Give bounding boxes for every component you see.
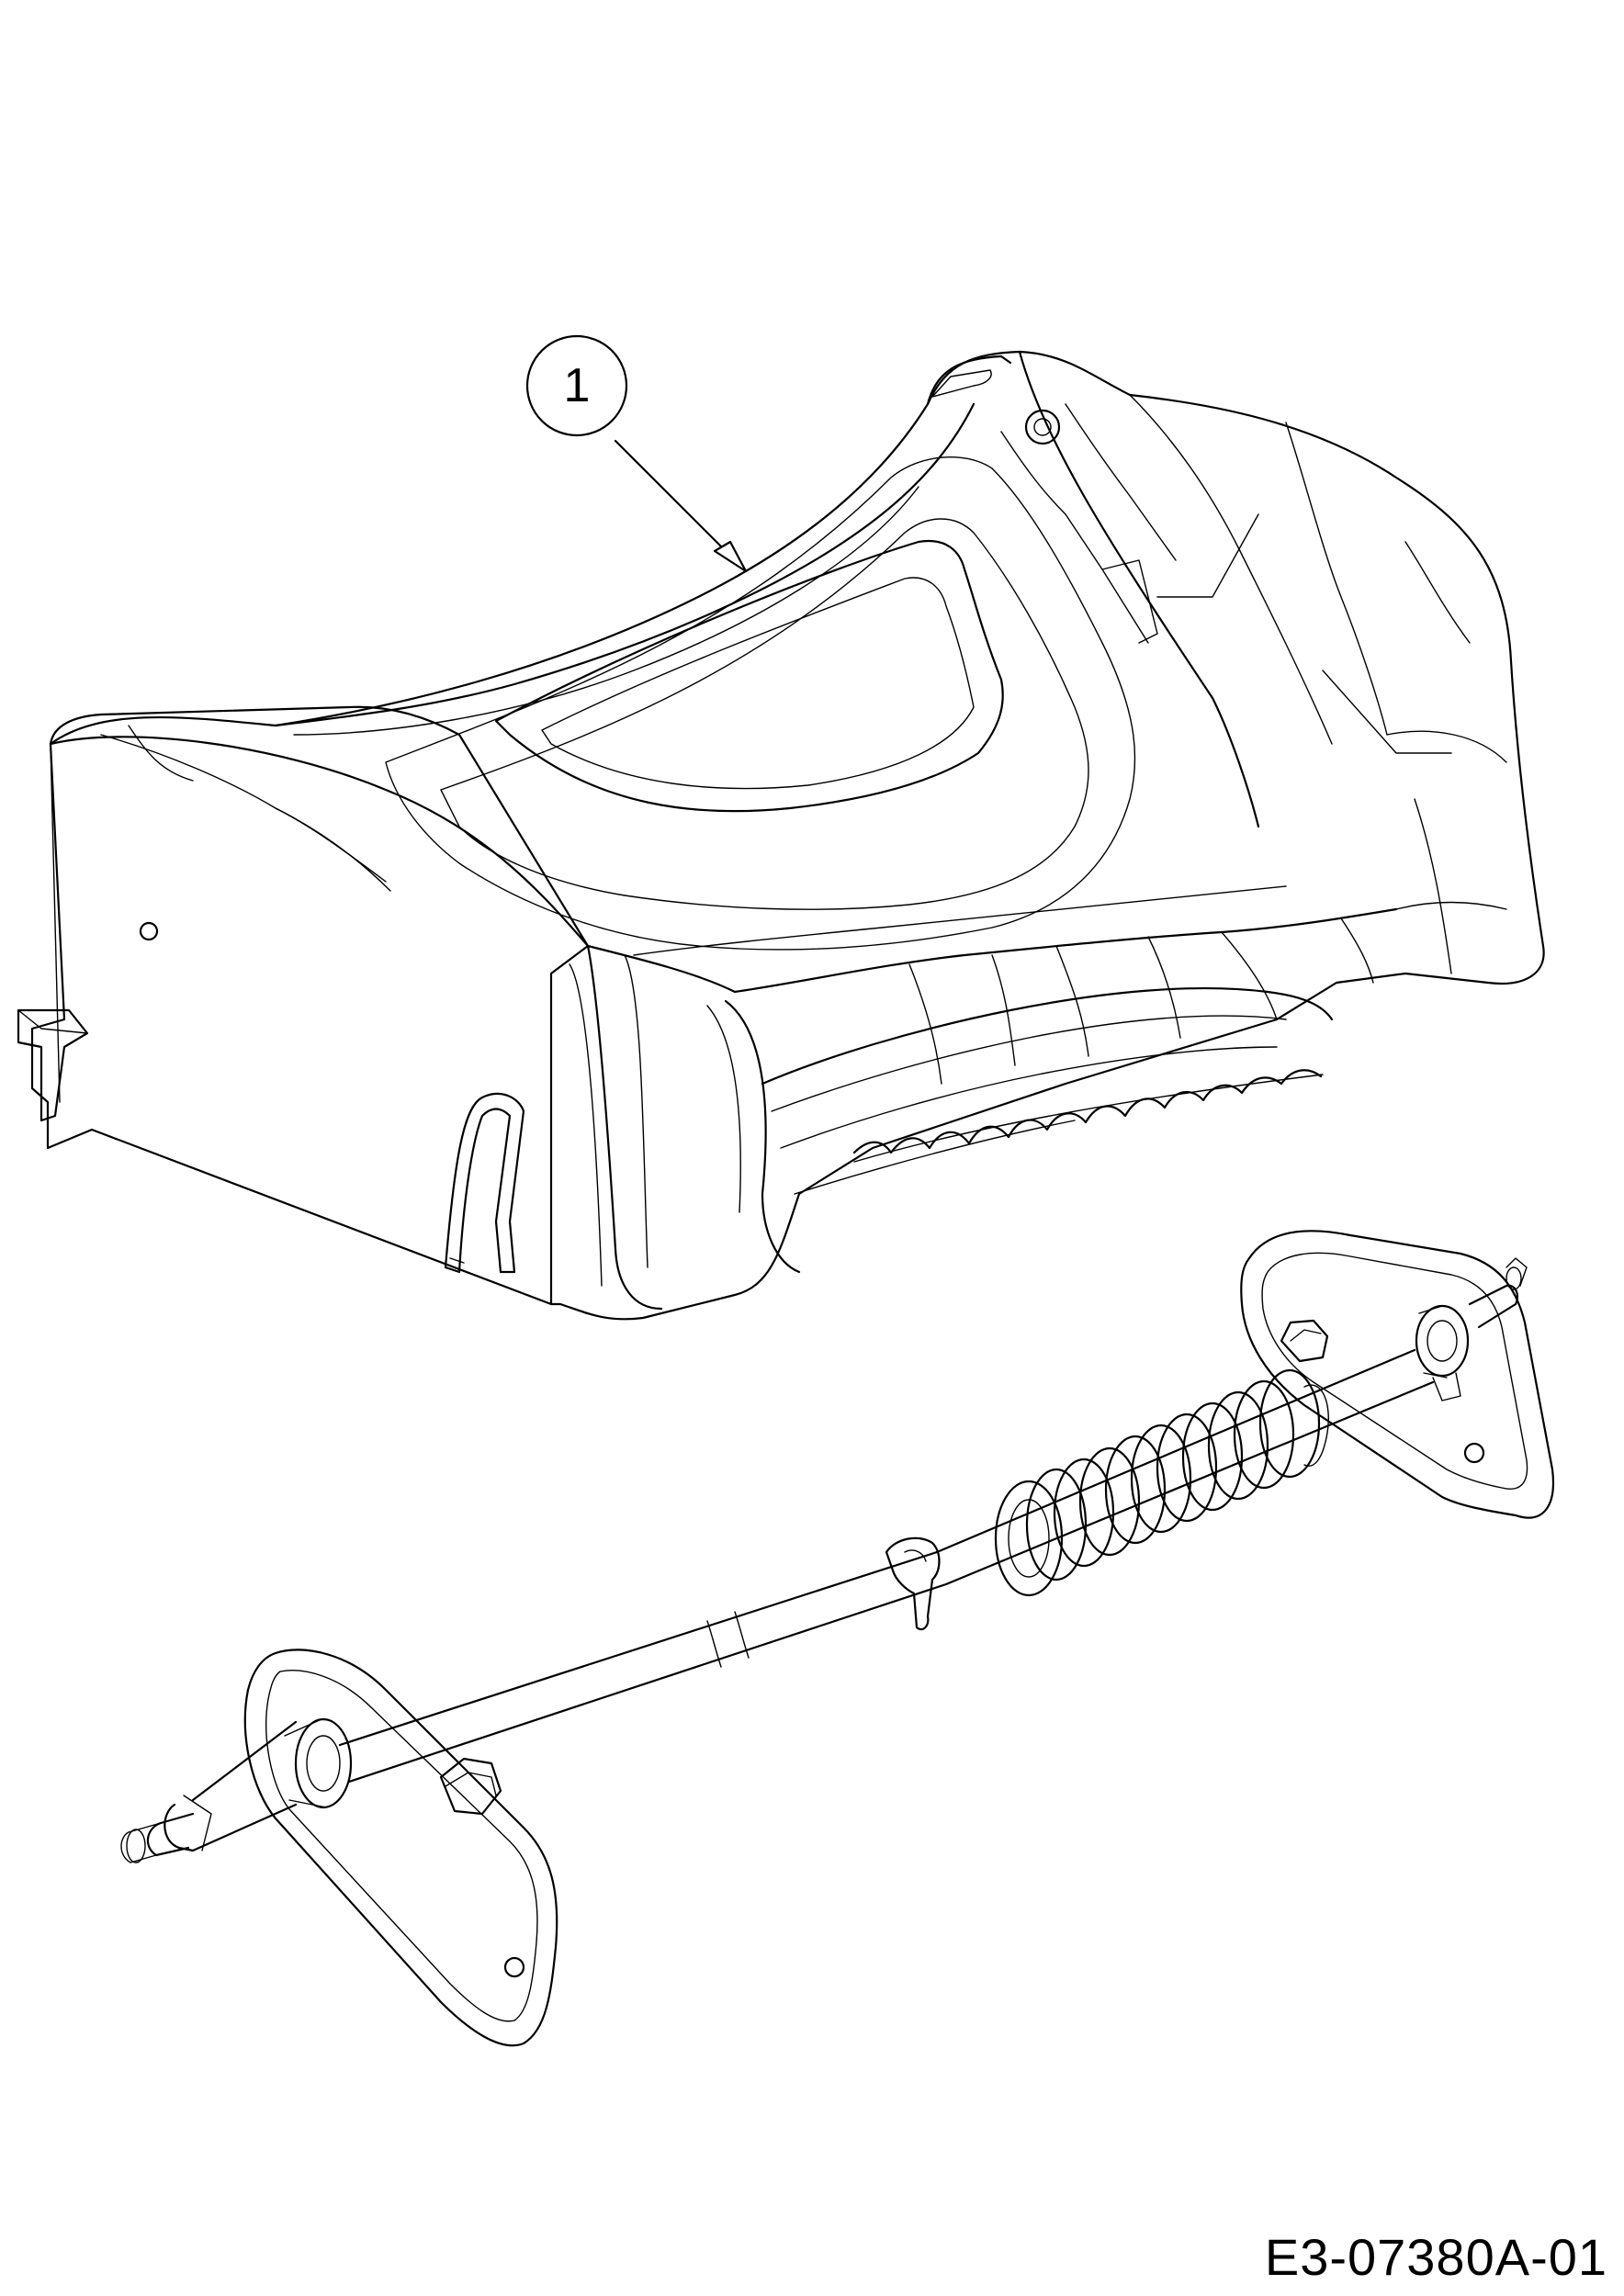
left-bracket-plate [243, 1649, 558, 2047]
cover-front-panel [586, 944, 663, 1311]
cover-hole-left [139, 921, 159, 941]
cover-vent-row [852, 1069, 1323, 1154]
main-rod [338, 1550, 948, 1784]
spring-rod-assembly [120, 1230, 1555, 2047]
right-axle-stub [1468, 1284, 1519, 1329]
left-bracket-hole [503, 1956, 525, 1978]
left-bracket-nut [439, 1757, 502, 1816]
cover-body-outline [49, 350, 1545, 1321]
cover-slot [444, 1092, 525, 1274]
callout-1-arrowhead [713, 540, 748, 573]
callout-1-number: 1 [563, 359, 591, 412]
drawing-code: E3-07380A-01 [1264, 2228, 1607, 2286]
cover-part [17, 350, 1545, 1321]
rod-hook [885, 1536, 941, 1631]
right-bracket-hole [1463, 1442, 1485, 1464]
callout-1 [525, 334, 748, 573]
cover-left-plate [30, 705, 590, 1306]
cover-mount-hole [1024, 409, 1061, 445]
cover-left-hook [17, 1008, 89, 1122]
right-bracket-plate [1240, 1230, 1555, 1519]
callout-1-circle [525, 334, 628, 437]
spring [994, 1368, 1329, 1597]
cover-window [494, 539, 1004, 813]
left-bushing [294, 1717, 353, 1809]
right-bushing [1415, 1304, 1470, 1378]
left-axle-stub [146, 1812, 195, 1857]
right-bracket-nut [1280, 1319, 1329, 1363]
